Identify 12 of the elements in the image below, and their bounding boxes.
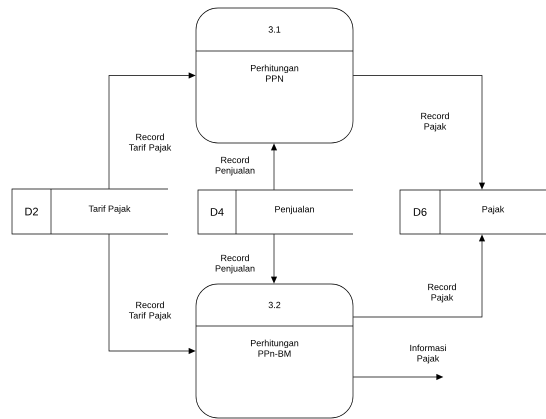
data-store: D2 Tarif Pajak xyxy=(12,188,168,234)
edge-label: Record Tarif Pajak xyxy=(128,134,172,152)
edge-label: Record Tarif Pajak xyxy=(128,302,172,320)
edge-label: Informasi Pajak xyxy=(410,344,446,364)
data-store: D4 Penjualan xyxy=(198,190,354,234)
edge-label: Record Penjualan xyxy=(216,156,254,176)
edge-label: Record Pajak xyxy=(428,284,456,302)
data-store: D6 Pajak xyxy=(400,190,546,234)
edge-label: Record Penjualan xyxy=(216,254,254,274)
edge-label: Record Pajak xyxy=(421,112,449,132)
process-box: 3.1 Perhitungan PPN xyxy=(196,8,354,144)
process-box: 3.2 Perhitungan PPn-BM xyxy=(196,284,354,418)
